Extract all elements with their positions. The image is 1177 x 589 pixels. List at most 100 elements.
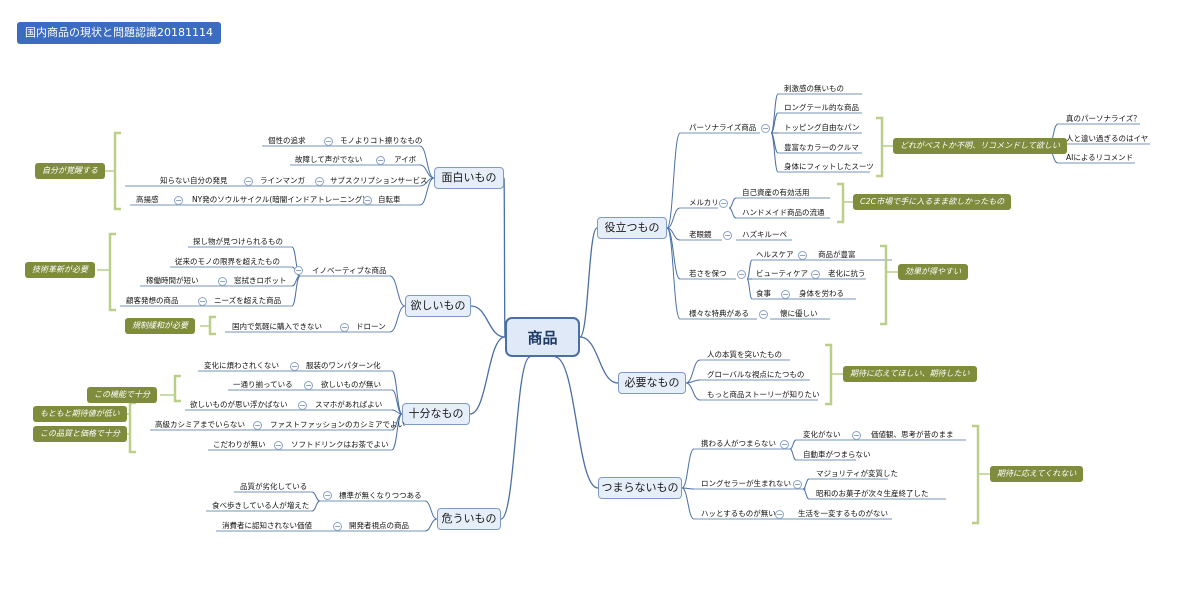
- collapse-toggle-icon[interactable]: −: [274, 441, 283, 450]
- collapse-toggle-icon[interactable]: −: [761, 124, 770, 133]
- topic-jitensha[interactable]: 自転車: [378, 195, 401, 204]
- callout-hinshitsu[interactable]: この品質と価格で十分: [33, 426, 127, 442]
- callout-gijutsu[interactable]: 技術革新が必要: [25, 262, 95, 278]
- topic-drone[interactable]: ドローン: [356, 322, 386, 331]
- topic-personalize[interactable]: パーソナライズ商品: [689, 123, 757, 132]
- topic-innov[interactable]: イノベーティブな商品: [312, 266, 387, 275]
- topic-hito[interactable]: 人と違い過ぎるのはイヤ: [1066, 134, 1149, 143]
- topic-sagashi[interactable]: 探し物が見つけられるもの: [193, 237, 283, 246]
- branch-hoshii[interactable]: 欲しいもの: [405, 295, 471, 317]
- collapse-toggle-icon[interactable]: −: [304, 381, 313, 390]
- topic-beauty[interactable]: ビューティケア: [756, 269, 809, 278]
- topic-hazuki[interactable]: ハズキルーペ: [742, 230, 787, 239]
- callout-kisei[interactable]: 規制緩和が必要: [125, 318, 195, 334]
- collapse-toggle-icon[interactable]: −: [324, 137, 333, 146]
- topic-needs[interactable]: ニーズを超えた商品: [214, 296, 282, 305]
- callout-jiko[interactable]: 自分が覚醒する: [35, 163, 105, 179]
- collapse-toggle-icon[interactable]: −: [775, 510, 784, 519]
- branch-hitsuyou[interactable]: 必要なもの: [618, 372, 686, 394]
- collapse-toggle-icon[interactable]: −: [198, 297, 207, 306]
- branch-yakudatsu[interactable]: 役立つもの: [597, 217, 667, 239]
- collapse-toggle-icon[interactable]: −: [793, 480, 802, 489]
- topic-shokuji[interactable]: 食事: [756, 289, 771, 298]
- callout-kitai[interactable]: 期待に応えてほしい、期待したい: [843, 366, 977, 382]
- collapse-toggle-icon[interactable]: −: [723, 231, 732, 240]
- topic-hoshii-nai[interactable]: 欲しいものが無い: [321, 380, 381, 389]
- topic-color[interactable]: 豊富なカラーのクルマ: [784, 143, 859, 152]
- topic-kokyaku[interactable]: 顧客発想の商品: [126, 296, 179, 305]
- topic-sub[interactable]: サブスクリプションサービス: [330, 176, 428, 185]
- collapse-toggle-icon[interactable]: −: [780, 440, 789, 449]
- collapse-toggle-icon[interactable]: −: [363, 196, 372, 205]
- topic-rain[interactable]: ラインマンガ: [260, 176, 305, 185]
- topic-global[interactable]: グローバルな視点にたつもの: [707, 370, 805, 379]
- branch-omoshiroi[interactable]: 面白いもの: [434, 167, 504, 189]
- topic-shigeki[interactable]: 刺激感の無いもの: [784, 84, 844, 93]
- topic-longtail[interactable]: ロングテール的な商品: [784, 103, 859, 112]
- callout-kitai-nai[interactable]: 期待に応えてくれない: [990, 466, 1084, 482]
- callout-koka[interactable]: 効果が得やすい: [898, 264, 968, 280]
- collapse-toggle-icon[interactable]: −: [798, 251, 807, 260]
- collapse-toggle-icon[interactable]: −: [294, 266, 303, 275]
- topic-kokunai[interactable]: 国内で気軽に購入できない: [232, 322, 322, 331]
- collapse-toggle-icon[interactable]: −: [781, 290, 790, 299]
- collapse-toggle-icon[interactable]: −: [340, 323, 349, 332]
- topic-tokuten[interactable]: 様々な特典がある: [689, 309, 749, 318]
- collapse-toggle-icon[interactable]: −: [737, 270, 746, 279]
- topic-wakasa[interactable]: 若さを保つ: [689, 269, 727, 278]
- topic-ny[interactable]: NY発のソウルサイクル(暗闇インドアトレーニング): [192, 195, 366, 204]
- callout-kono-kino[interactable]: この機能で十分: [87, 387, 157, 403]
- topic-robot[interactable]: 窓拭きロボット: [234, 276, 287, 285]
- branch-jubun[interactable]: 十分なもの: [402, 403, 470, 425]
- collapse-toggle-icon[interactable]: −: [244, 177, 253, 186]
- topic-cashmere[interactable]: 高級カシミアまでいらない: [155, 420, 245, 429]
- topic-honshitsu[interactable]: 人の本質を突いたもの: [707, 350, 782, 359]
- topic-hyojun[interactable]: 標準が無くなりつつある: [339, 491, 422, 500]
- topic-juurai[interactable]: 従来のモノの限界を超えたもの: [175, 257, 280, 266]
- branch-abunai[interactable]: 危ういもの: [437, 508, 501, 530]
- topic-omoi[interactable]: 欲しいものが思い浮かばない: [190, 400, 288, 409]
- topic-seikatsu[interactable]: 生活を一変するものがない: [798, 509, 888, 518]
- topic-tabe[interactable]: 食べ歩きしている人が増えた: [212, 501, 310, 510]
- collapse-toggle-icon[interactable]: −: [719, 199, 728, 208]
- topic-henka-nai[interactable]: 変化がない: [803, 430, 841, 439]
- topic-suit[interactable]: 身体にフィットしたスーツ: [784, 162, 874, 171]
- callout-motomoto[interactable]: もともと期待値が低い: [33, 406, 127, 422]
- collapse-toggle-icon[interactable]: −: [852, 431, 861, 440]
- collapse-toggle-icon[interactable]: −: [811, 270, 820, 279]
- topic-mono-koto[interactable]: モノよりコト擦りなもの: [340, 136, 423, 145]
- topic-hitotori[interactable]: 一通り揃っている: [233, 380, 293, 389]
- topic-roka[interactable]: 老化に抗う: [828, 269, 866, 278]
- topic-shisan[interactable]: 自己資産の有効活用: [742, 188, 810, 197]
- topic-longseller[interactable]: ロングセラーが生まれない: [701, 479, 791, 488]
- topic-rogan[interactable]: 老眼鏡: [689, 230, 712, 239]
- callout-c2c[interactable]: C2C市場で手に入るまま欲しかったもの: [853, 194, 1012, 210]
- topic-kosho[interactable]: 故障して声がでない: [295, 155, 363, 164]
- topic-aibo[interactable]: アイボ: [394, 155, 417, 164]
- topic-showa[interactable]: 昭和のお菓子が次々生産終了した: [816, 489, 929, 498]
- collapse-toggle-icon[interactable]: −: [323, 491, 332, 500]
- topic-handmade[interactable]: ハンドメイド商品の流通: [742, 208, 825, 217]
- topic-karada[interactable]: 身体を労わる: [799, 289, 844, 298]
- central-topic[interactable]: 商品: [505, 317, 580, 357]
- branch-tsumaranai[interactable]: つまらないもの: [598, 477, 682, 499]
- topic-kaihatsu[interactable]: 開発者視点の商品: [349, 521, 409, 530]
- topic-jidosha[interactable]: 自動車がつまらない: [803, 450, 871, 459]
- topic-kachikan[interactable]: 価値観、思考が昔のまま: [871, 430, 954, 439]
- topic-topping[interactable]: トッピング自由なパン: [784, 123, 860, 132]
- topic-majority[interactable]: マジョリティが変質した: [816, 469, 899, 478]
- topic-kodawari[interactable]: こだわりが無い: [213, 440, 266, 449]
- topic-mercari[interactable]: メルカリ: [689, 198, 719, 207]
- topic-soft[interactable]: ソフトドリンクはお茶でよい: [291, 440, 389, 449]
- collapse-toggle-icon[interactable]: −: [333, 522, 342, 531]
- topic-shin[interactable]: 真のパーソナライズ？: [1066, 114, 1141, 123]
- topic-kosei[interactable]: 個性の追求: [268, 136, 306, 145]
- topic-shiranai[interactable]: 知らない自分の発見: [160, 176, 228, 185]
- topic-hinshitsu[interactable]: 品質が劣化している: [240, 482, 308, 491]
- collapse-toggle-icon[interactable]: −: [174, 196, 183, 205]
- topic-tazusawaru[interactable]: 携わる人がつまらない: [701, 439, 776, 448]
- collapse-toggle-icon[interactable]: −: [218, 277, 227, 286]
- collapse-toggle-icon[interactable]: −: [298, 401, 307, 410]
- topic-yasashii[interactable]: 懐に優しい: [780, 309, 818, 318]
- topic-koyo[interactable]: 高揚感: [136, 195, 159, 204]
